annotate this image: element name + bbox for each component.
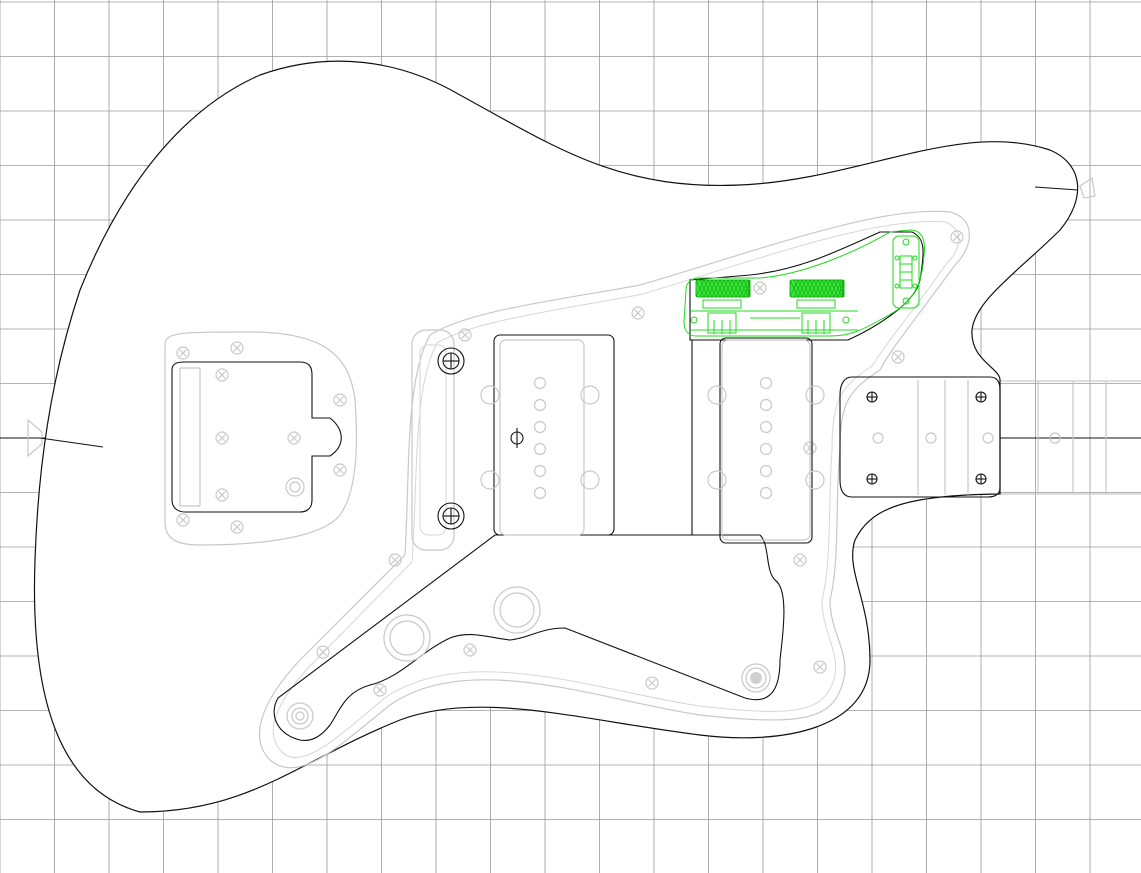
neck-plate-screws	[866, 391, 987, 485]
bridge-pickup	[691, 337, 825, 544]
rhythm-circuit-switch	[892, 235, 920, 309]
rhythm-volume-wheel	[695, 279, 751, 298]
pickguard-outline-inner	[272, 220, 960, 759]
pickguard-outline	[258, 210, 970, 769]
guitar-body-outline	[33, 60, 1079, 813]
tone-switch	[286, 702, 314, 730]
pickguard	[273, 534, 785, 742]
neck-heel	[839, 376, 1001, 498]
neck-pickup	[480, 334, 615, 536]
strap-button-right	[1079, 176, 1096, 199]
control-knobs	[383, 586, 541, 662]
switch-plate	[411, 329, 455, 551]
body-marker-right	[1034, 186, 1079, 191]
strap-button-left	[27, 418, 43, 458]
screws	[176, 230, 964, 697]
rhythm-circuit-control-plate	[683, 229, 925, 337]
body-marker-left	[39, 437, 104, 448]
rhythm-circuit-pickguard	[689, 231, 924, 341]
pickguard-mount-screws	[437, 347, 465, 530]
output-jack	[741, 663, 771, 693]
rhythm-tone-wheel	[789, 279, 845, 298]
tremolo-plate	[164, 331, 358, 546]
center-target	[510, 428, 524, 448]
